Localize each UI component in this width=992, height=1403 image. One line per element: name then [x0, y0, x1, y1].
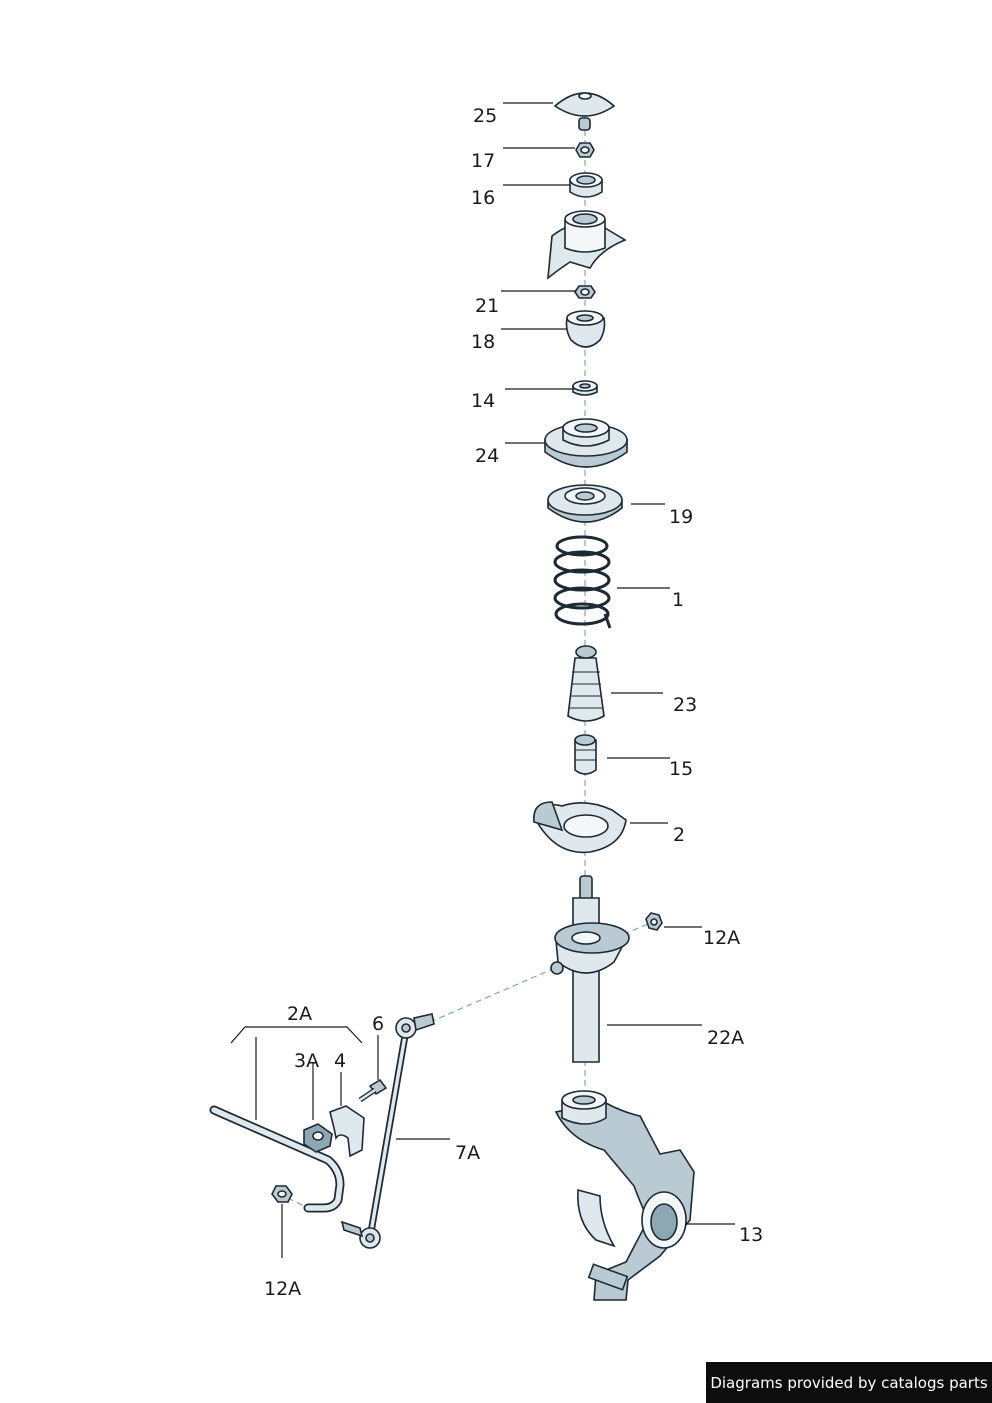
- callout-6: 6: [372, 1013, 384, 1035]
- callout-15: 15: [669, 758, 693, 780]
- callout-3A: 3A: [294, 1050, 319, 1072]
- part-1-coil-spring[interactable]: [553, 535, 612, 629]
- callout-22A: 22A: [707, 1027, 744, 1049]
- callout-labels: 25 17 16 21 18 14 24 19 1 23 15 2 12A 22…: [264, 105, 763, 1300]
- part-3A-rubber-mount[interactable]: [303, 1123, 333, 1153]
- callout-2A: 2A: [287, 1003, 312, 1025]
- part-21-nut[interactable]: [574, 285, 596, 299]
- part-19-bearing[interactable]: [547, 484, 623, 523]
- part-24-strut-mount[interactable]: [544, 418, 628, 468]
- callout-2: 2: [673, 824, 685, 846]
- callout-19: 19: [669, 506, 693, 528]
- credit-banner: Diagrams provided by catalogs parts: [706, 1362, 992, 1403]
- part-23-protective-boot[interactable]: [567, 645, 605, 722]
- callout-25: 25: [473, 105, 497, 127]
- callout-16: 16: [471, 187, 495, 209]
- callout-24: 24: [475, 445, 499, 467]
- strut-tower-body-section: [547, 210, 627, 280]
- callout-4: 4: [334, 1050, 346, 1072]
- callout-23: 23: [673, 694, 697, 716]
- callout-21: 21: [475, 295, 499, 317]
- callout-14: 14: [471, 390, 495, 412]
- part-25-dome-cap[interactable]: [553, 92, 616, 131]
- part-17-nut[interactable]: [575, 142, 595, 158]
- part-4-clamp[interactable]: [329, 1105, 365, 1158]
- part-13-steering-knuckle[interactable]: [554, 1090, 695, 1301]
- callout-12A-bottom: 12A: [264, 1278, 301, 1300]
- part-7A-coupling-rod[interactable]: [340, 1013, 435, 1249]
- part-12A-nut-top[interactable]: [645, 912, 663, 931]
- callout-13: 13: [739, 1224, 763, 1246]
- callout-7A: 7A: [455, 1142, 480, 1164]
- callout-1: 1: [672, 589, 684, 611]
- part-15-bump-stop[interactable]: [574, 734, 597, 775]
- part-6-bolt[interactable]: [358, 1078, 388, 1103]
- callout-18: 18: [471, 331, 495, 353]
- part-2-spring-seat[interactable]: [533, 801, 627, 854]
- part-14-spacer[interactable]: [572, 380, 598, 396]
- part-2A-stabilizer-bar[interactable]: [209, 1105, 345, 1213]
- leader-lines: [230, 102, 735, 1258]
- callout-17: 17: [471, 150, 495, 172]
- part-16-sleeve[interactable]: [569, 172, 603, 198]
- part-18-bushing[interactable]: [565, 310, 606, 348]
- callout-12A-top: 12A: [703, 927, 740, 949]
- credit-text: Diagrams provided by catalogs parts: [710, 1373, 988, 1392]
- part-12A-nut-bottom[interactable]: [271, 1185, 293, 1203]
- part-22A-shock-absorber[interactable]: [550, 875, 630, 1063]
